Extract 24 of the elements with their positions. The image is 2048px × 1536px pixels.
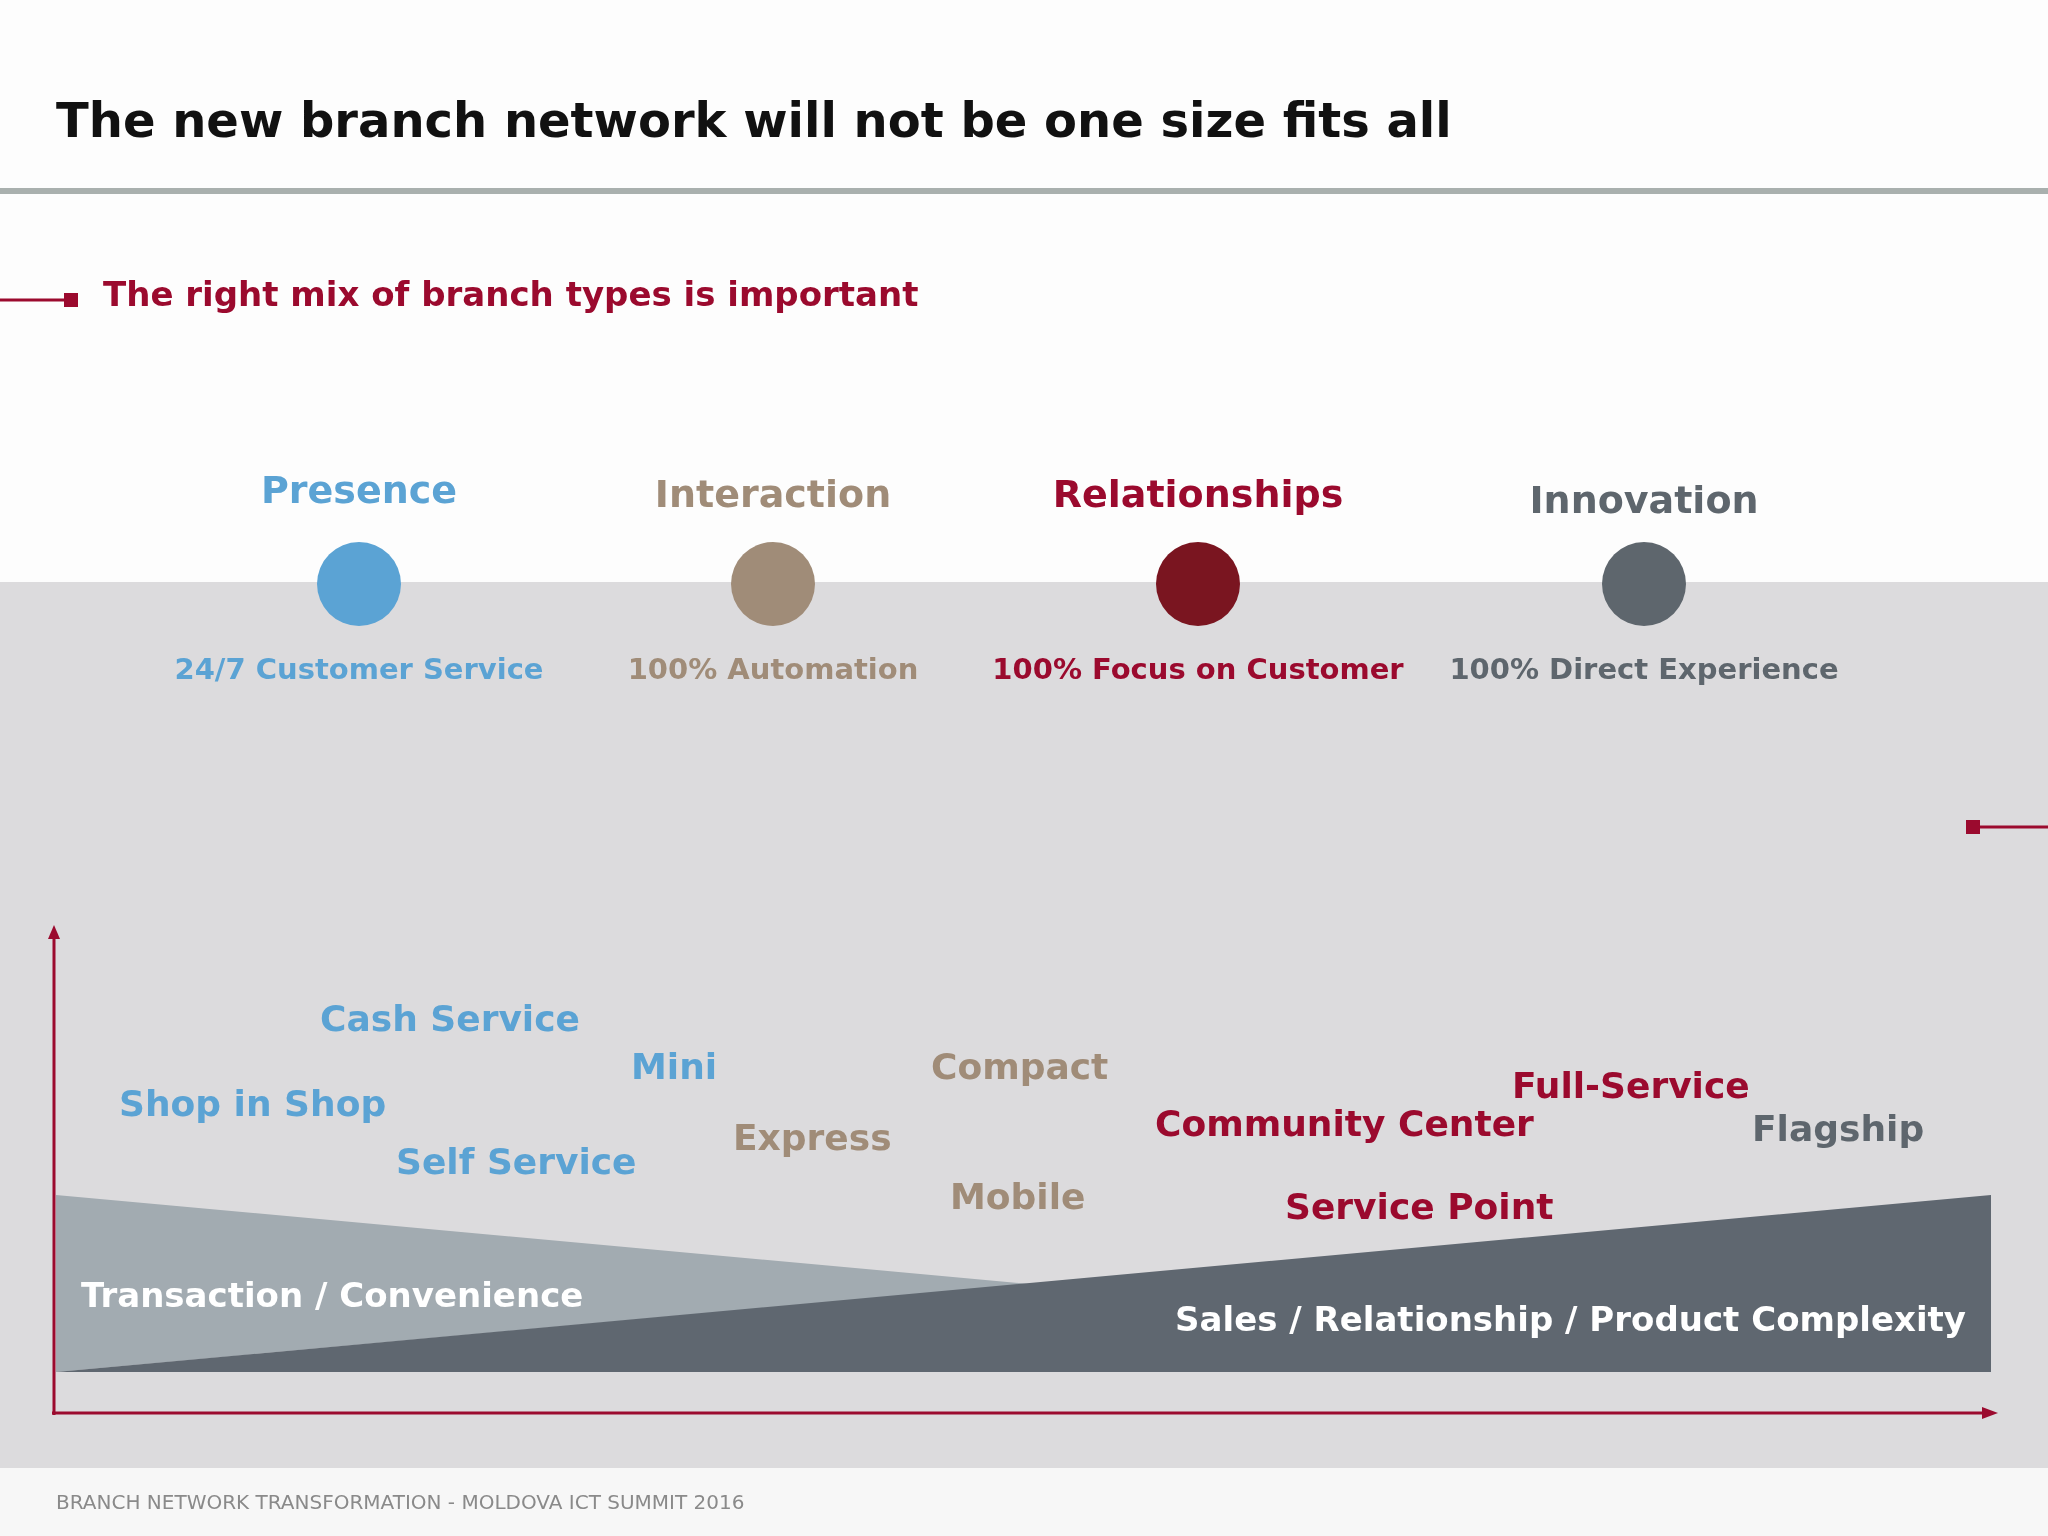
category-subtitle: 100% Focus on Customer [992, 652, 1404, 686]
branch-type-label: Flagship [1752, 1108, 1925, 1149]
category-subtitle: 100% Direct Experience [1449, 652, 1839, 686]
branch-type-label: Mini [631, 1046, 718, 1087]
section-heading: The right mix of branch types is important [103, 274, 919, 314]
branch-type-label: Compact [931, 1046, 1109, 1087]
branch-type-label: Service Point [1285, 1186, 1554, 1227]
branch-type-label: Cash Service [320, 998, 580, 1039]
category-heading: Relationships [1052, 472, 1344, 516]
branch-type-label: Shop in Shop [119, 1083, 387, 1124]
branch-type-label: Self Service [396, 1141, 637, 1182]
band-label: Transaction / Convenience [81, 1275, 584, 1315]
category-heading: Innovation [1529, 478, 1759, 522]
branch-type-label: Mobile [950, 1176, 1086, 1217]
branch-type-label: Express [733, 1117, 892, 1158]
slide-title: The new branch network will not be one size fits all [56, 92, 1452, 148]
branch-type-label: Full-Service [1512, 1065, 1750, 1106]
category-subtitle: 24/7 Customer Service [174, 652, 544, 686]
category-heading: Presence [260, 468, 458, 512]
category-heading: Interaction [654, 472, 892, 516]
band-label: Sales / Relationship / Product Complexity [1175, 1299, 1966, 1339]
footer-text: BRANCH NETWORK TRANSFORMATION - MOLDOVA ICT SUMMIT 2016 [56, 1490, 745, 1514]
category-subtitle: 100% Automation [627, 652, 919, 686]
branch-type-label: Community Center [1155, 1103, 1534, 1144]
